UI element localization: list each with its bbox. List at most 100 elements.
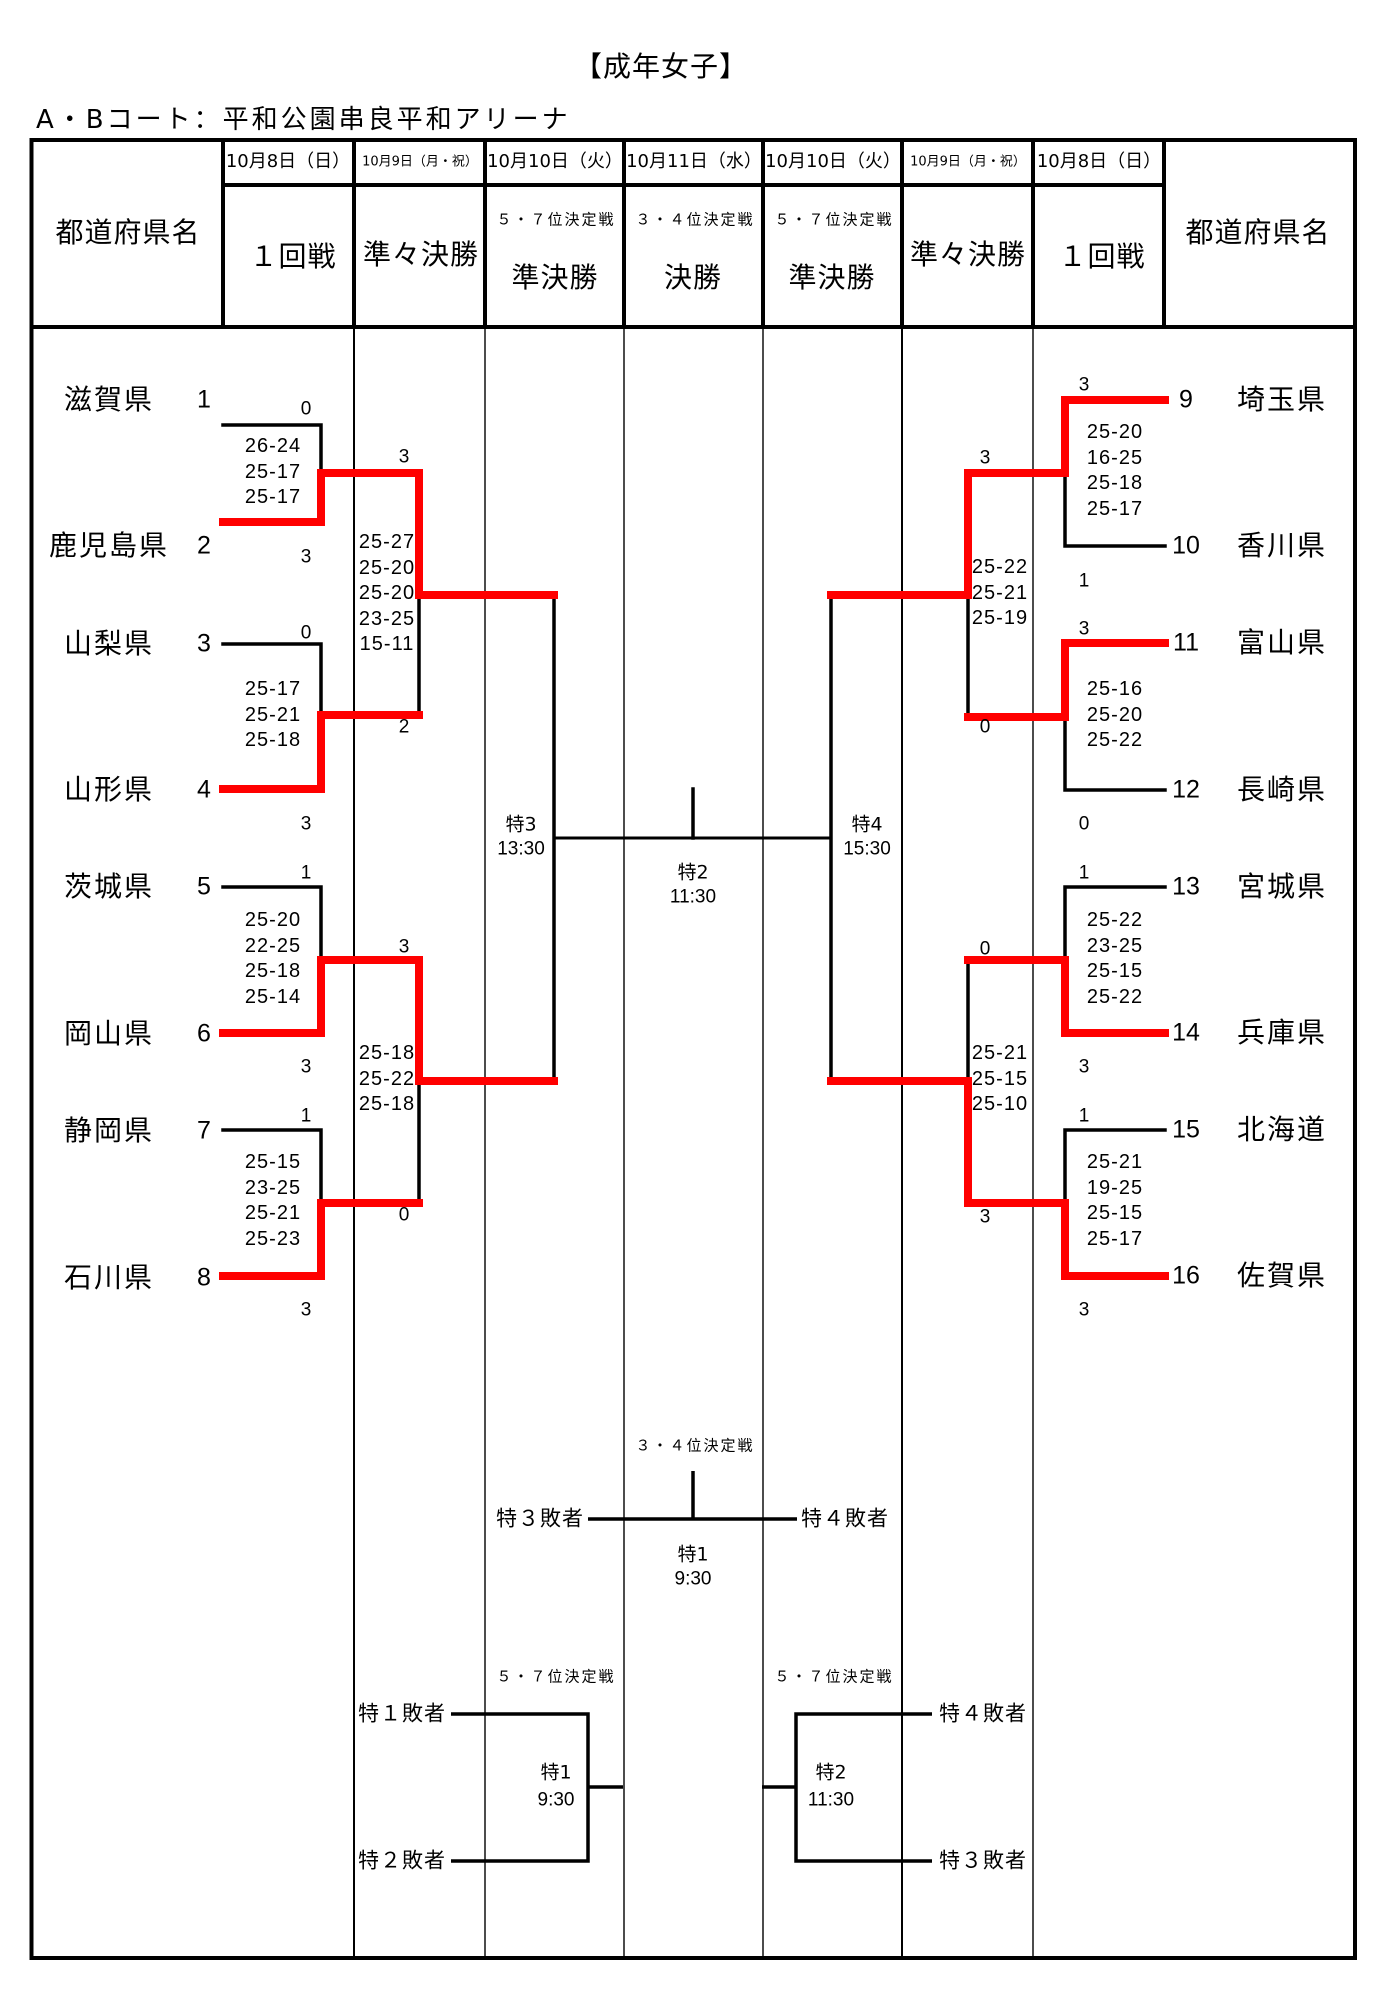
set-score: 25-18: [358, 1042, 416, 1064]
match-score: 3: [300, 1299, 312, 1321]
team-seed: 3: [197, 629, 211, 658]
fifth-seventh-match-label: 特1: [540, 1761, 572, 1784]
match-score: 3: [300, 546, 312, 568]
team-seed: 4: [197, 775, 211, 804]
set-score: 25-14: [244, 985, 302, 1008]
team-name: 埼玉県: [1236, 383, 1328, 416]
match-score: 3: [300, 1056, 312, 1078]
set-score: 23-25: [358, 607, 416, 630]
set-score: 16-25: [1086, 446, 1144, 469]
fifth-seventh-left-bracket: [451, 1712, 590, 1863]
set-score: 25-20: [1086, 703, 1144, 726]
set-score: 19-25: [1086, 1176, 1144, 1199]
winner-path-line: [219, 956, 325, 1037]
set-score: 25-20: [244, 909, 302, 931]
fifth-seventh-time: 9:30: [537, 1789, 575, 1811]
set-score: 25-21: [971, 1042, 1029, 1064]
match-score: 1: [300, 1105, 312, 1127]
team-seed: 14: [1172, 1018, 1200, 1047]
bracket: [219, 396, 1169, 1280]
team-seed: 11: [1173, 628, 1199, 657]
header-sub-label: ５・７位決定戦: [774, 210, 894, 229]
header-date: 10月8日（日）: [225, 151, 351, 172]
set-score: 25-18: [358, 1093, 416, 1115]
set-score: 25-22: [1086, 909, 1144, 931]
match-score: 3: [979, 447, 991, 469]
header-date: 10月10日（火）: [765, 151, 901, 172]
winner-path-line: [219, 1199, 325, 1280]
team-seed: 7: [197, 1116, 211, 1145]
set-score: 25-23: [244, 1227, 302, 1250]
header-date: 10月10日（火）: [487, 151, 623, 172]
table-grid: [29, 138, 1357, 1960]
team-name: 山梨県: [63, 627, 155, 660]
winner-path-line: [1061, 639, 1169, 721]
team-name: 山形県: [63, 773, 155, 806]
bracket-line: [1063, 471, 1167, 548]
header-date: 10月9日（月・祝）: [910, 154, 1026, 170]
set-score: 25-27: [358, 531, 416, 553]
team-name: 岡山県: [63, 1017, 155, 1050]
set-score: 25-17: [1086, 497, 1144, 520]
match-score: 1: [1078, 570, 1090, 592]
semifinal-left-match-label: 特3: [505, 813, 537, 836]
set-score: 25-15: [1086, 960, 1144, 982]
entrant-label: 特３敗者: [939, 1848, 1027, 1873]
match-score: 3: [1078, 618, 1090, 640]
set-scores: 25-22 23-25 25-15 25-22: [1087, 908, 1143, 1010]
third-place-label: ３・４位決定戦: [635, 1436, 755, 1455]
set-score: 23-25: [244, 1176, 302, 1199]
set-score: 25-10: [971, 1093, 1029, 1115]
set-score: 25-21: [244, 1202, 302, 1224]
set-score: 25-20: [358, 582, 416, 604]
fifth-seventh-label: ５・７位決定戦: [496, 1667, 616, 1686]
bracket-line: [221, 885, 323, 962]
third-place-time: 9:30: [674, 1568, 712, 1590]
page-title: 【成年女子】: [573, 50, 749, 83]
team-seed: 1: [197, 385, 211, 414]
team-name: 滋賀県: [63, 383, 155, 416]
header-date: 10月8日（日）: [1036, 151, 1162, 172]
team-seed: 9: [1179, 385, 1193, 414]
set-score: 23-25: [1086, 934, 1144, 957]
bracket-line: [221, 642, 323, 717]
team-name: 宮城県: [1236, 870, 1328, 903]
final-match-label: 特2: [677, 861, 709, 884]
team-seed: 10: [1172, 531, 1200, 560]
bracket-line: [1063, 1128, 1167, 1205]
bracket-line: [221, 423, 323, 475]
set-score: 25-22: [971, 556, 1029, 578]
winner-path-line: [1061, 396, 1169, 477]
team-name: 北海道: [1236, 1113, 1328, 1146]
set-score: 25-15: [1086, 1202, 1144, 1224]
winner-path-line: [1061, 956, 1169, 1037]
match-score: 3: [300, 813, 312, 835]
header-date: 10月11日（水）: [626, 151, 762, 172]
header-round: １回戦: [1058, 240, 1146, 273]
team-name: 富山県: [1236, 626, 1328, 659]
match-score: 2: [398, 716, 410, 738]
set-score: 25-22: [1086, 985, 1144, 1008]
team-seed: 15: [1172, 1115, 1200, 1144]
set-score: 25-18: [244, 960, 302, 982]
match-score: 1: [300, 862, 312, 884]
match-score: 0: [1078, 813, 1090, 835]
match-score: 0: [398, 1204, 410, 1226]
team-name: 石川県: [63, 1261, 155, 1294]
header-date: 10月9日（月・祝）: [362, 154, 478, 170]
winner-path-line: [219, 469, 325, 526]
set-score: 25-17: [244, 678, 302, 700]
entrant-label: 特１敗者: [358, 1701, 446, 1726]
table-border: [29, 138, 1357, 1960]
set-score: 25-20: [1086, 421, 1144, 443]
match-score: 3: [1078, 1056, 1090, 1078]
header-sub-label: ５・７位決定戦: [496, 210, 616, 229]
